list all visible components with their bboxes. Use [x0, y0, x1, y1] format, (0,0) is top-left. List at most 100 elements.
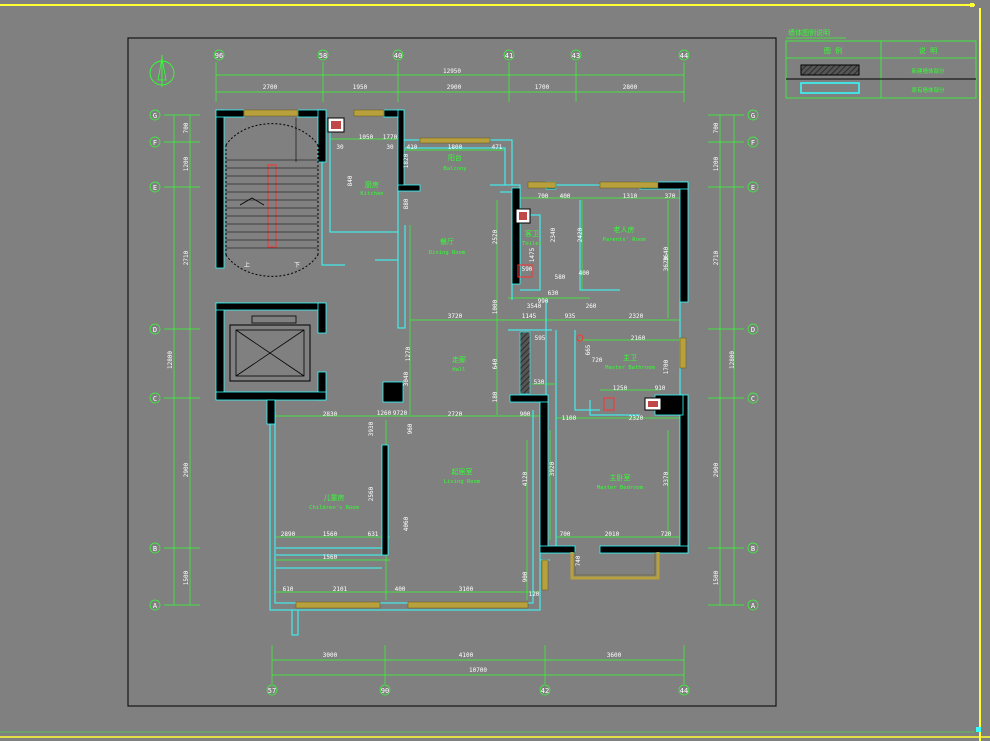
interior-dimension-value: 9720	[393, 410, 408, 417]
room-label-cn: 客卫	[525, 229, 539, 238]
axis-label: F	[153, 139, 157, 147]
overall-dimensions: 12950 2700 1950 2900 1700 2800 10700 300…	[167, 68, 736, 674]
drawing-border	[127, 37, 777, 707]
axis-label: B	[153, 545, 157, 553]
interior-dimension-value: 1100	[562, 415, 577, 422]
interior-dimension-value: 2101	[333, 586, 348, 593]
dim-right-seg: 2900	[713, 462, 720, 477]
dim-right-total: 12800	[729, 351, 736, 369]
windows	[243, 109, 687, 609]
interior-dimension-value: 700	[560, 531, 571, 538]
interior-dimension-value: 410	[407, 144, 418, 151]
interior-dimension-value: 2830	[323, 411, 338, 418]
dim-top-seg: 1700	[535, 84, 550, 91]
room-label-en: Master Bedroom	[597, 485, 644, 491]
interior-dimension-value: 2720	[448, 411, 463, 418]
axis-labels-right: G F E D C B A	[751, 112, 756, 610]
interior-dimension-value: 1250	[613, 385, 628, 392]
legend-header-pattern: 图 例	[824, 46, 842, 55]
interior-dimension-value: 960	[407, 423, 414, 434]
room-label-en: Living Room	[444, 479, 481, 485]
dim-left-seg: 2900	[183, 462, 190, 477]
interior-dimension-value: 740	[575, 555, 582, 566]
dim-left-seg: 1200	[183, 156, 190, 171]
interior-dimension-value: 180	[492, 391, 499, 402]
dim-bottom-seg: 3600	[607, 652, 622, 659]
fixtures	[295, 117, 662, 411]
interior-dimension-value: 3540	[527, 303, 542, 310]
room-label-en: Toilet	[522, 241, 542, 247]
dim-left-total: 12800	[167, 351, 174, 369]
room-label-cn: 走廊	[452, 355, 466, 364]
bearing-walls	[215, 109, 689, 556]
dim-bottom-total: 10700	[469, 667, 487, 674]
interior-dimension-value: 120	[529, 591, 540, 598]
interior-dimension-value: 1000	[492, 299, 499, 314]
axis-label: 42	[541, 687, 549, 695]
room-label-en: Balcony	[443, 166, 467, 172]
room-label-en: Master Bathroom	[605, 365, 655, 371]
interior-dimension-value: 935	[565, 313, 576, 320]
interior-dimension-value: 4060	[403, 516, 410, 531]
room-labels: 厨房 Kitchen 阳台 Balcony 餐厅 Dining Room 客卫 …	[309, 153, 655, 511]
axis-label: D	[153, 326, 157, 334]
interior-dimension-value: 1820	[403, 153, 410, 168]
axis-label: 40	[394, 52, 402, 60]
interior-dimension-value: 3930	[368, 421, 375, 436]
room-label-cn: 儿童房	[324, 493, 345, 502]
interior-dimension-value: 4120	[522, 471, 529, 486]
axis-label: 58	[319, 52, 327, 60]
interior-dimension-value: 840	[347, 175, 354, 186]
interior-dimension-value: 471	[492, 144, 503, 151]
interior-dimension-value: 370	[665, 193, 676, 200]
room-label-cn: 阳台	[448, 153, 462, 162]
stair-down-label: 下	[294, 262, 300, 269]
interior-dimension-value: 590	[522, 266, 533, 273]
dim-bottom-seg: 4100	[459, 652, 474, 659]
interior-dimension-value: 1475	[529, 247, 536, 262]
dim-top-total: 12950	[443, 68, 461, 75]
legend-title: 墙体图例说明	[788, 28, 830, 37]
interior-dimension-value: 3920	[549, 461, 556, 476]
interior-dimension-value: 1700	[663, 359, 670, 374]
room-label-cn: 厨房	[365, 180, 379, 189]
interior-dimension-value: 630	[548, 290, 559, 297]
room-label-en: Dining Room	[429, 250, 466, 256]
axis-label: D	[751, 326, 755, 334]
interior-dimension-value: 2010	[605, 531, 620, 538]
axis-label: C	[751, 395, 755, 403]
interior-dimension-value: 2560	[368, 486, 375, 501]
legend-row-desc: 原有墙体部分	[911, 86, 945, 94]
axis-label: 96	[215, 52, 223, 60]
interior-dimension-value: 700	[538, 193, 549, 200]
interior-dimension-value: 2520	[492, 229, 499, 244]
interior-dimension-value: 2320	[629, 313, 644, 320]
axis-label: G	[153, 112, 157, 120]
axis-label: 90	[381, 687, 389, 695]
stair-up-label: 上	[244, 261, 250, 269]
interior-dimension-value: 580	[555, 274, 566, 281]
interior-dimension-value: 530	[534, 379, 545, 386]
interior-dimension-value: 1050	[359, 134, 374, 141]
dim-right-seg: 700	[713, 122, 720, 133]
elevator-icon	[229, 315, 311, 382]
new-wall-swatch	[800, 64, 860, 76]
interior-dimension-value: 2160	[631, 335, 646, 342]
dim-top-seg: 2800	[623, 84, 638, 91]
axis-label: C	[153, 395, 157, 403]
axis-label: E	[153, 184, 157, 192]
axis-label: E	[751, 184, 755, 192]
interior-dimension-value: 30	[386, 144, 394, 151]
legend-row-desc: 新建墙体部分	[911, 67, 945, 75]
axis-label: 57	[268, 687, 276, 695]
axis-label: G	[751, 112, 755, 120]
interior-dimension-value: 640	[492, 358, 499, 369]
stair-icon: 上 下	[225, 123, 319, 277]
interior-dimension-value: 1560	[323, 554, 338, 561]
dim-right-seg: 1500	[713, 570, 720, 585]
room-label-cn: 主卫	[623, 353, 637, 362]
hatched-shaft	[519, 331, 531, 395]
interior-dimension-value: 900	[520, 411, 531, 418]
